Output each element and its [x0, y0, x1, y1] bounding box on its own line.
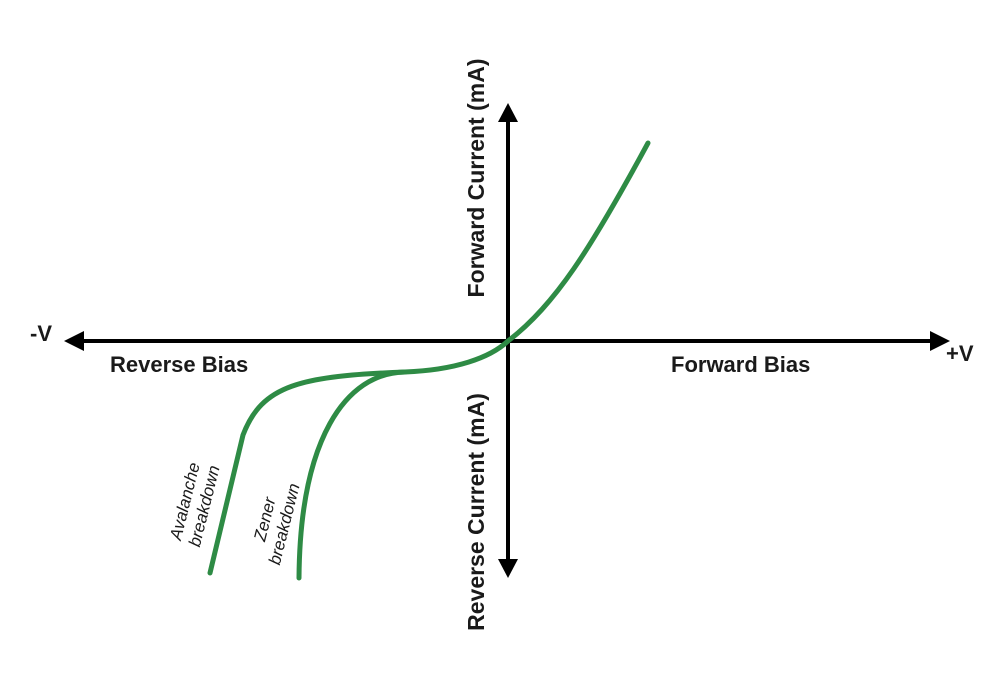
avalanche-breakdown-annotation: Avalanche breakdown	[166, 461, 224, 549]
reverse-current-label: Reverse Current (mA)	[463, 393, 489, 631]
negative-voltage-label: -V	[30, 321, 52, 346]
zener-breakdown-annotation: Zener breakdown	[250, 481, 304, 566]
current-axis-bottom-arrowhead	[498, 559, 518, 578]
current-axis-top-arrowhead	[498, 103, 518, 122]
avalanche-breakdown-curve	[207, 369, 408, 576]
voltage-axis-left-arrowhead	[64, 331, 84, 351]
voltage-axis-right-arrowhead	[930, 331, 950, 351]
forward-bias-curve	[402, 140, 651, 375]
forward-current-label: Forward Current (mA)	[463, 59, 489, 298]
positive-voltage-label: +V	[946, 341, 974, 366]
reverse-bias-label: Reverse Bias	[110, 352, 248, 377]
zener-breakdown-curve	[296, 369, 408, 581]
forward-bias-label: Forward Bias	[671, 352, 810, 377]
